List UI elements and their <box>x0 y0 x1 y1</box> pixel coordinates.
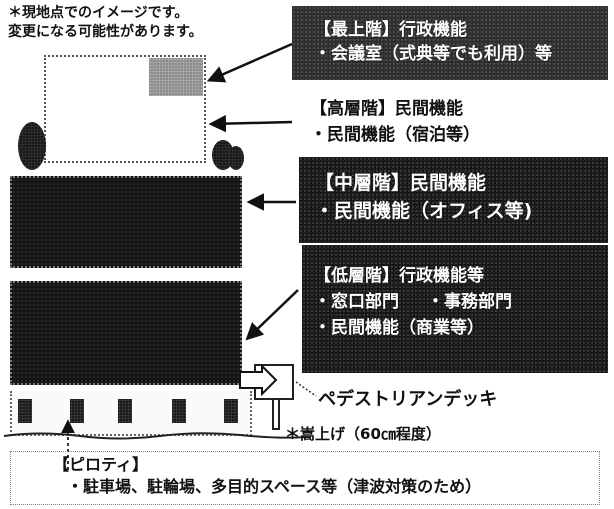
high-floor-item: ・民間機能（宿泊等） <box>310 125 480 145</box>
middle-floor-item: ・民間機能（オフィス等) <box>315 200 533 222</box>
disclaimer-line-2: 変更になる可能性があります。 <box>8 24 203 40</box>
pilotis-description-box: 【ピロティ】 ・駐車場、駐輪場、多目的スペース等（津波対策のため） <box>10 451 600 505</box>
top-floor-item: ・会議室（式典等でも利用）等 <box>314 44 552 64</box>
low-floor-title: 【低層階】行政機能等 <box>314 266 484 286</box>
pillar <box>172 399 186 423</box>
arrow-high-floor <box>208 114 293 133</box>
low-floor-item-b: ・事務部門 <box>427 292 512 312</box>
label-top-floor: 【最上階】行政機能 ・会議室（式典等でも利用）等 <box>292 6 608 80</box>
label-middle-floor: 【中層階】民間機能 ・民間機能（オフィス等) <box>299 157 608 243</box>
middle-floors-block <box>10 176 242 268</box>
pedestrian-deck-label: ペデストリアンデッキ <box>318 389 498 410</box>
low-floor-item-c: ・民間機能（商業等） <box>314 318 484 338</box>
raise-note: ＊嵩上げ（60㎝程度） <box>285 425 441 443</box>
deck-leader-line <box>295 381 317 397</box>
label-high-floor: 【高層階】民間機能 ・民間機能（宿泊等） <box>310 96 480 148</box>
pilotis-title: 【ピロティ】 <box>53 455 149 474</box>
pillar <box>224 399 238 423</box>
pilotis-description: ・駐車場、駐輪場、多目的スペース等（津波対策のため） <box>67 477 482 496</box>
deck-arrow-icon <box>239 363 278 397</box>
tree-right-2 <box>228 146 244 170</box>
tree-left <box>18 122 46 170</box>
high-floor-title: 【高層階】民間機能 <box>310 99 463 119</box>
low-floors-block <box>10 281 242 385</box>
arrow-top-floor <box>206 42 293 83</box>
middle-floor-title: 【中層階】民間機能 <box>315 172 487 194</box>
disclaimer-note: ＊現地点でのイメージです。 変更になる可能性があります。 <box>8 4 203 42</box>
ground-line <box>3 432 307 440</box>
top-floor-meeting-room <box>149 58 203 96</box>
disclaimer-line-1: ＊現地点でのイメージです。 <box>8 5 189 21</box>
label-low-floor: 【低層階】行政機能等 ・窓口部門 ・事務部門 ・民間機能（商業等） <box>302 245 608 373</box>
pedestrian-deck-post <box>272 400 280 430</box>
arrow-low-floor <box>245 289 299 341</box>
pilotis-level <box>10 391 252 436</box>
pillar <box>118 399 132 423</box>
low-floor-item-a: ・窓口部門 <box>314 292 399 312</box>
top-floor-title: 【最上階】行政機能 <box>314 20 467 40</box>
pillar <box>18 399 32 423</box>
low-floor-items-row: ・窓口部門 ・事務部門 <box>302 289 608 315</box>
pillar <box>70 399 84 423</box>
